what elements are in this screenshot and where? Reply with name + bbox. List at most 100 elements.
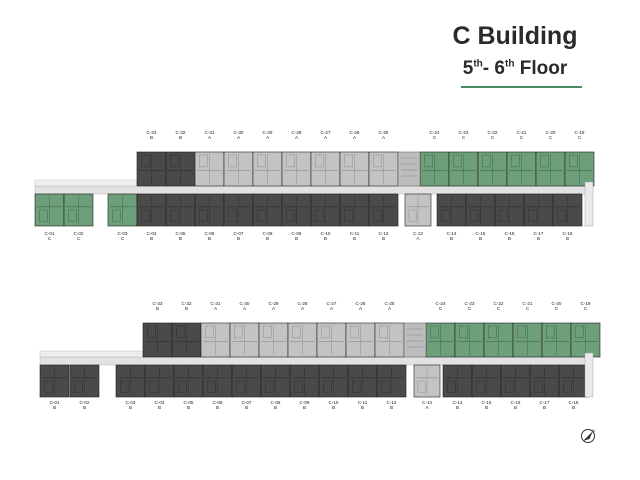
unit-south-C-18: [558, 364, 589, 398]
label-C-21-p1-code: C-21: [523, 301, 533, 306]
label-C-32-p1-type: B: [185, 306, 188, 311]
label-C-14-p1-type: B: [456, 405, 459, 410]
unit-north-C-21: [506, 151, 537, 187]
label-C-02-p0-type: C: [77, 236, 81, 241]
label-C-05-p1-code: C-05: [184, 400, 194, 405]
label-C-14-p0-type: B: [450, 236, 453, 241]
label-C-02-p1-code: C-02: [80, 400, 90, 405]
label-C-26-p0-type: A: [353, 135, 357, 140]
unit-north-C-24: [419, 151, 450, 187]
label-C-27-p1-code: C-27: [327, 301, 337, 306]
label-C-22-p1-type: C: [497, 306, 501, 311]
unit-south-C-06: [202, 364, 233, 398]
label-C-30-p0-type: A: [237, 135, 241, 140]
label-C-22-p1-code: C-22: [494, 301, 504, 306]
label-C-15-p1-type: B: [485, 405, 488, 410]
label-C-23-p1-code: C-23: [465, 301, 475, 306]
unit-south-C-05: [165, 193, 196, 227]
label-C-11-p1-type: B: [361, 405, 364, 410]
unit-south-C-09: [281, 193, 312, 227]
unit-north-C-30: [223, 151, 254, 187]
north-arrow-icon: N: [581, 428, 595, 443]
unit-south-C-18: [552, 193, 583, 227]
unit-south-C-11: [339, 193, 370, 227]
label-C-05-p1-type: B: [187, 405, 190, 410]
label-C-14-p0-code: C-14: [447, 231, 457, 236]
label-C-17-p1-code: C-17: [540, 400, 550, 405]
label-C-01-p0-code: C-01: [45, 231, 55, 236]
label-C-06-p1-code: C-06: [213, 400, 223, 405]
floor-subtitle: 5th- 6th Floor: [440, 58, 590, 80]
unit-north-C-22: [477, 151, 508, 187]
label-C-31-p1-code: C-31: [211, 301, 221, 306]
label-C-29-p0-type: A: [266, 135, 270, 140]
label-C-02-p1-type: B: [83, 405, 86, 410]
label-C-10-p0-type: B: [324, 236, 327, 241]
label-C-21-p1-type: C: [526, 306, 530, 311]
unit-south-C-15: [465, 193, 496, 227]
unit-south-C-02: [69, 364, 100, 398]
label-C-25-p0-code: C-25: [379, 130, 389, 135]
unit-north-C-25: [374, 322, 405, 358]
end-stair: [584, 352, 594, 398]
label-C-08-p0-type: B: [266, 236, 269, 241]
label-C-24-p1-type: C: [439, 306, 443, 311]
label-C-04-p0-type: B: [150, 236, 153, 241]
label-C-30-p0-code: C-30: [234, 130, 244, 135]
label-C-26-p0-code: C-26: [350, 130, 360, 135]
label-C-15-p0-type: B: [479, 236, 482, 241]
label-C-03-p0-code: C-03: [118, 231, 128, 236]
unit-south-C-02: [63, 193, 94, 227]
floor-start: 5: [462, 58, 474, 79]
unit-south-C-11: [347, 364, 378, 398]
label-C-23-p0-code: C-23: [459, 130, 469, 135]
unit-south-C-12: [368, 193, 399, 227]
label-C-04-p1-type: B: [158, 405, 161, 410]
unit-north-C-31: [200, 322, 231, 358]
end-stair: [584, 181, 594, 227]
label-C-15-p1-code: C-15: [482, 400, 492, 405]
label-C-12-p0-code: C-12: [379, 231, 389, 236]
label-C-16-p1-type: B: [514, 405, 517, 410]
label-C-19-p0-code: C-19: [575, 130, 585, 135]
unit-north-C-19: [570, 322, 601, 358]
label-C-08-p1-code: C-08: [271, 400, 281, 405]
title-underline: [461, 86, 582, 88]
label-C-02-p0-code: C-02: [74, 231, 84, 236]
unit-south-C-14: [436, 193, 467, 227]
label-C-12-p0-type: B: [382, 236, 385, 241]
corridor: [39, 356, 593, 366]
unit-north-C-31: [194, 151, 225, 187]
label-C-13-p0-code: C-13: [413, 231, 423, 236]
label-C-30-p1-type: A: [243, 306, 247, 311]
label-C-05-p0-code: C-05: [176, 231, 186, 236]
unit-south-C-13: [404, 193, 432, 227]
label-C-31-p1-type: A: [214, 306, 218, 311]
label-C-12-p1-type: B: [390, 405, 393, 410]
label-C-28-p1-type: A: [301, 306, 305, 311]
label-C-30-p1-code: C-30: [240, 301, 250, 306]
unit-north-C-26: [339, 151, 370, 187]
unit-south-C-07: [223, 193, 254, 227]
unit-south-C-10: [318, 364, 349, 398]
label-C-07-p1-type: B: [245, 405, 248, 410]
label-C-06-p1-type: B: [216, 405, 219, 410]
label-C-11-p0-code: C-11: [350, 231, 360, 236]
unit-north-C-29: [258, 322, 289, 358]
unit-south-C-07: [231, 364, 262, 398]
label-C-29-p1-code: C-29: [269, 301, 279, 306]
label-C-07-p0-code: C-07: [234, 231, 244, 236]
label-C-08-p1-type: B: [274, 405, 277, 410]
label-C-28-p0-type: A: [295, 135, 299, 140]
unit-south-C-15: [471, 364, 502, 398]
unit-north-C-22: [483, 322, 514, 358]
unit-north-C-30: [229, 322, 260, 358]
label-C-20-p1-code: C-20: [552, 301, 562, 306]
label-C-27-p0-type: A: [324, 135, 328, 140]
label-C-16-p0-code: C-16: [505, 231, 515, 236]
label-C-27-p1-type: A: [330, 306, 334, 311]
unit-south-C-01: [39, 364, 70, 398]
label-C-09-p1-type: B: [303, 405, 306, 410]
label-C-03-p1-code: C-03: [126, 400, 136, 405]
